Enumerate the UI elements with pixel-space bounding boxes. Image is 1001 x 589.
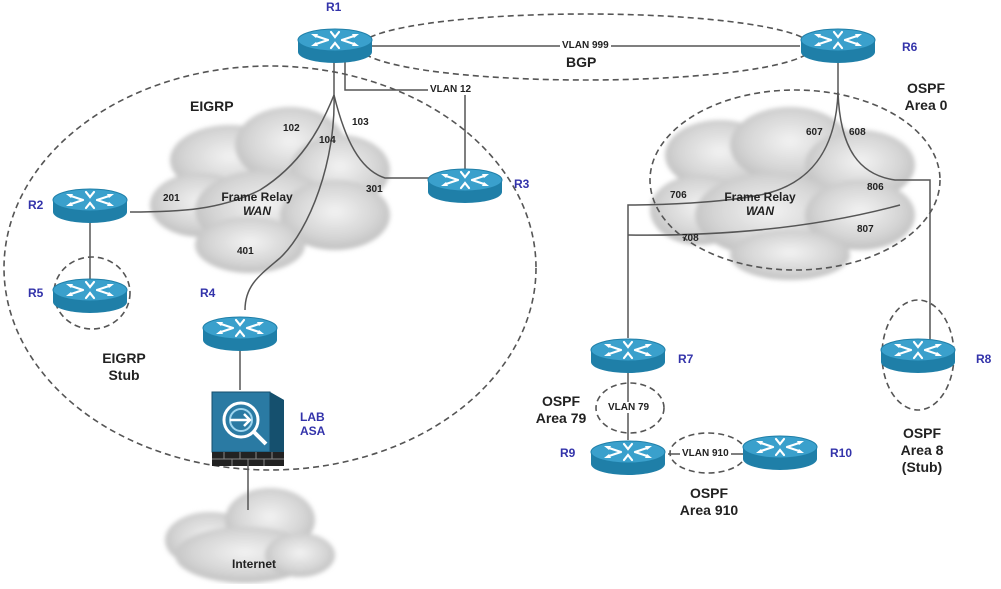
dlci-104-label: 104: [319, 135, 336, 146]
vlan-79-label: VLAN 79: [606, 402, 652, 413]
ospf-area79-boundary: [595, 382, 665, 434]
router-r4-icon[interactable]: [201, 315, 279, 353]
ospf-area910-label-line2: Area 910: [679, 502, 739, 518]
frame-relay-left-line1: Frame Relay: [221, 190, 293, 204]
frame-relay-left-wan: WAN: [243, 204, 271, 218]
dlci-608-label: 608: [849, 127, 866, 138]
router-r4-label: R4: [200, 286, 216, 300]
ospf-area8-label-line2: Area 8: [900, 442, 944, 458]
router-r10-icon[interactable]: [741, 434, 819, 472]
router-r2-icon[interactable]: [51, 187, 129, 225]
eigrp-stub-label-line1: EIGRP: [102, 350, 146, 366]
dlci-301-label: 301: [366, 184, 383, 195]
eigrp-label: EIGRP: [190, 98, 234, 114]
ospf-area79-label-line1: OSPF: [541, 393, 581, 409]
frame-relay-left-label: Frame Relay WAN: [212, 190, 302, 218]
lab-asa-label: LAB ASA: [300, 410, 325, 438]
internet-label: Internet: [232, 557, 277, 571]
frame-relay-cloud-left: [150, 107, 390, 273]
ospf-area8-label: OSPF Area 8 (Stub): [892, 425, 952, 476]
router-r5-label: R5: [28, 286, 44, 300]
ospf-area8-label-line1: OSPF: [902, 425, 942, 441]
router-r8-label: R8: [976, 352, 992, 366]
dlci-103-label: 103: [352, 117, 369, 128]
dlci-807-label: 807: [857, 224, 874, 235]
router-r5-icon[interactable]: [51, 277, 129, 315]
router-r6-icon[interactable]: [799, 27, 877, 65]
router-r9-label: R9: [560, 446, 576, 460]
dlci-102-label: 102: [283, 123, 300, 134]
lab-asa-line1: LAB: [300, 410, 325, 424]
ospf-area0-label-line2: Area 0: [904, 97, 948, 113]
eigrp-boundary: [3, 65, 537, 471]
dlci-201-label: 201: [163, 193, 180, 204]
vlan-910-label: VLAN 910: [680, 448, 731, 459]
internet-cloud: [165, 488, 335, 583]
router-r1-icon[interactable]: [296, 27, 374, 65]
eigrp-stub-label: EIGRP Stub: [99, 350, 149, 384]
frame-relay-right-wan: WAN: [746, 204, 774, 218]
router-r3-label: R3: [514, 177, 530, 191]
router-r8-icon[interactable]: [879, 337, 957, 375]
dlci-607-label: 607: [806, 127, 823, 138]
router-r9-icon[interactable]: [589, 439, 667, 477]
eigrp-stub-boundary: [53, 256, 131, 330]
ospf-area910-label-line1: OSPF: [689, 485, 729, 501]
dlci-806-label: 806: [867, 182, 884, 193]
dlci-706-label: 706: [670, 190, 687, 201]
ospf-area79-label-line2: Area 79: [535, 410, 587, 426]
frame-relay-right-line2: WAN: [715, 204, 805, 218]
vlan-999-label: VLAN 999: [560, 40, 611, 51]
ospf-area0-label: OSPF Area 0: [896, 80, 956, 114]
router-r6-label: R6: [902, 40, 918, 54]
router-r7-icon[interactable]: [589, 337, 667, 375]
router-r1-label: R1: [326, 0, 342, 14]
links: [89, 45, 931, 510]
ospf-area910-label: OSPF Area 910: [672, 485, 746, 519]
router-r10-label: R10: [830, 446, 853, 460]
asa-firewall-icon[interactable]: [211, 391, 284, 466]
ospf-area79-label: OSPF Area 79: [530, 393, 592, 427]
ospf-area0-label-line1: OSPF: [906, 80, 946, 96]
lab-asa-line2: ASA: [300, 424, 326, 438]
eigrp-stub-label-line2: Stub: [108, 367, 140, 383]
frame-relay-right-label: Frame Relay WAN: [715, 190, 805, 218]
ospf-area8-label-line3: (Stub): [901, 459, 943, 475]
vlan-12-label: VLAN 12: [428, 84, 474, 95]
ospf-area0-boundary: [649, 89, 941, 271]
frame-relay-right-line1: Frame Relay: [724, 190, 796, 204]
bgp-label: BGP: [566, 54, 597, 70]
frame-relay-left-line2: WAN: [212, 204, 302, 218]
dlci-708-label: 708: [682, 233, 699, 244]
router-r2-label: R2: [28, 198, 44, 212]
router-r3-icon[interactable]: [426, 167, 504, 205]
router-r7-label: R7: [678, 352, 694, 366]
dlci-401-label: 401: [237, 246, 254, 257]
